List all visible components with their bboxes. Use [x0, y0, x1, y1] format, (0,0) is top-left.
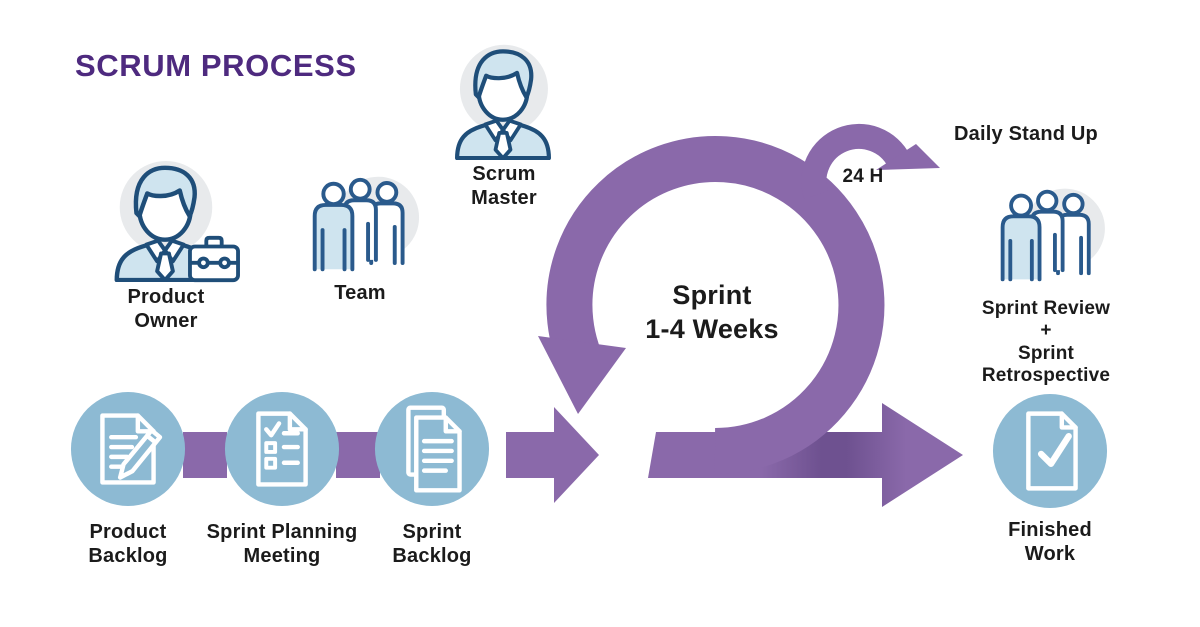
- sprint-planning-meeting-label: Sprint Planning Meeting: [206, 521, 358, 567]
- daily-standup-label: Daily Stand Up: [954, 123, 1098, 145]
- sprint-review-team-icon: [990, 184, 1106, 284]
- finished-work-icon: [991, 392, 1109, 510]
- sprint-backlog-icon: [373, 390, 491, 508]
- daily-cycle-label: 24 H: [842, 166, 884, 187]
- flow-band: [648, 403, 963, 507]
- sprint-loop-arrowhead: [538, 336, 626, 414]
- finished-work-label: Finished Work: [1008, 519, 1092, 565]
- sprint-backlog-label: Sprint Backlog: [392, 521, 472, 567]
- page-title: SCRUM PROCESS: [75, 48, 357, 83]
- daily-loop-arc: [801, 123, 911, 199]
- sprint-review-retrospective-label: Sprint Review + Sprint Retrospective: [981, 298, 1111, 387]
- product-backlog-label: Product Backlog: [88, 521, 168, 567]
- team-label: Team: [334, 282, 386, 304]
- team-icon: [302, 172, 420, 274]
- connector-product-backlog-to-planning: [183, 432, 227, 478]
- product-owner-label: Product Owner: [127, 286, 205, 332]
- briefcase-icon: [187, 234, 241, 284]
- connector-planning-to-sprint-backlog: [336, 432, 380, 478]
- sprint-duration-label: Sprint 1-4 Weeks: [645, 280, 779, 344]
- sprint-backlog-arrow: [506, 407, 599, 503]
- product-backlog-icon: [69, 390, 187, 508]
- sprint-loop-arc: [546, 136, 885, 475]
- daily-loop-arrowhead: [876, 144, 940, 170]
- scrum-master-icon: [444, 42, 562, 160]
- sprint-planning-meeting-icon: [223, 390, 341, 508]
- scrum-master-label: Scrum Master: [471, 163, 537, 209]
